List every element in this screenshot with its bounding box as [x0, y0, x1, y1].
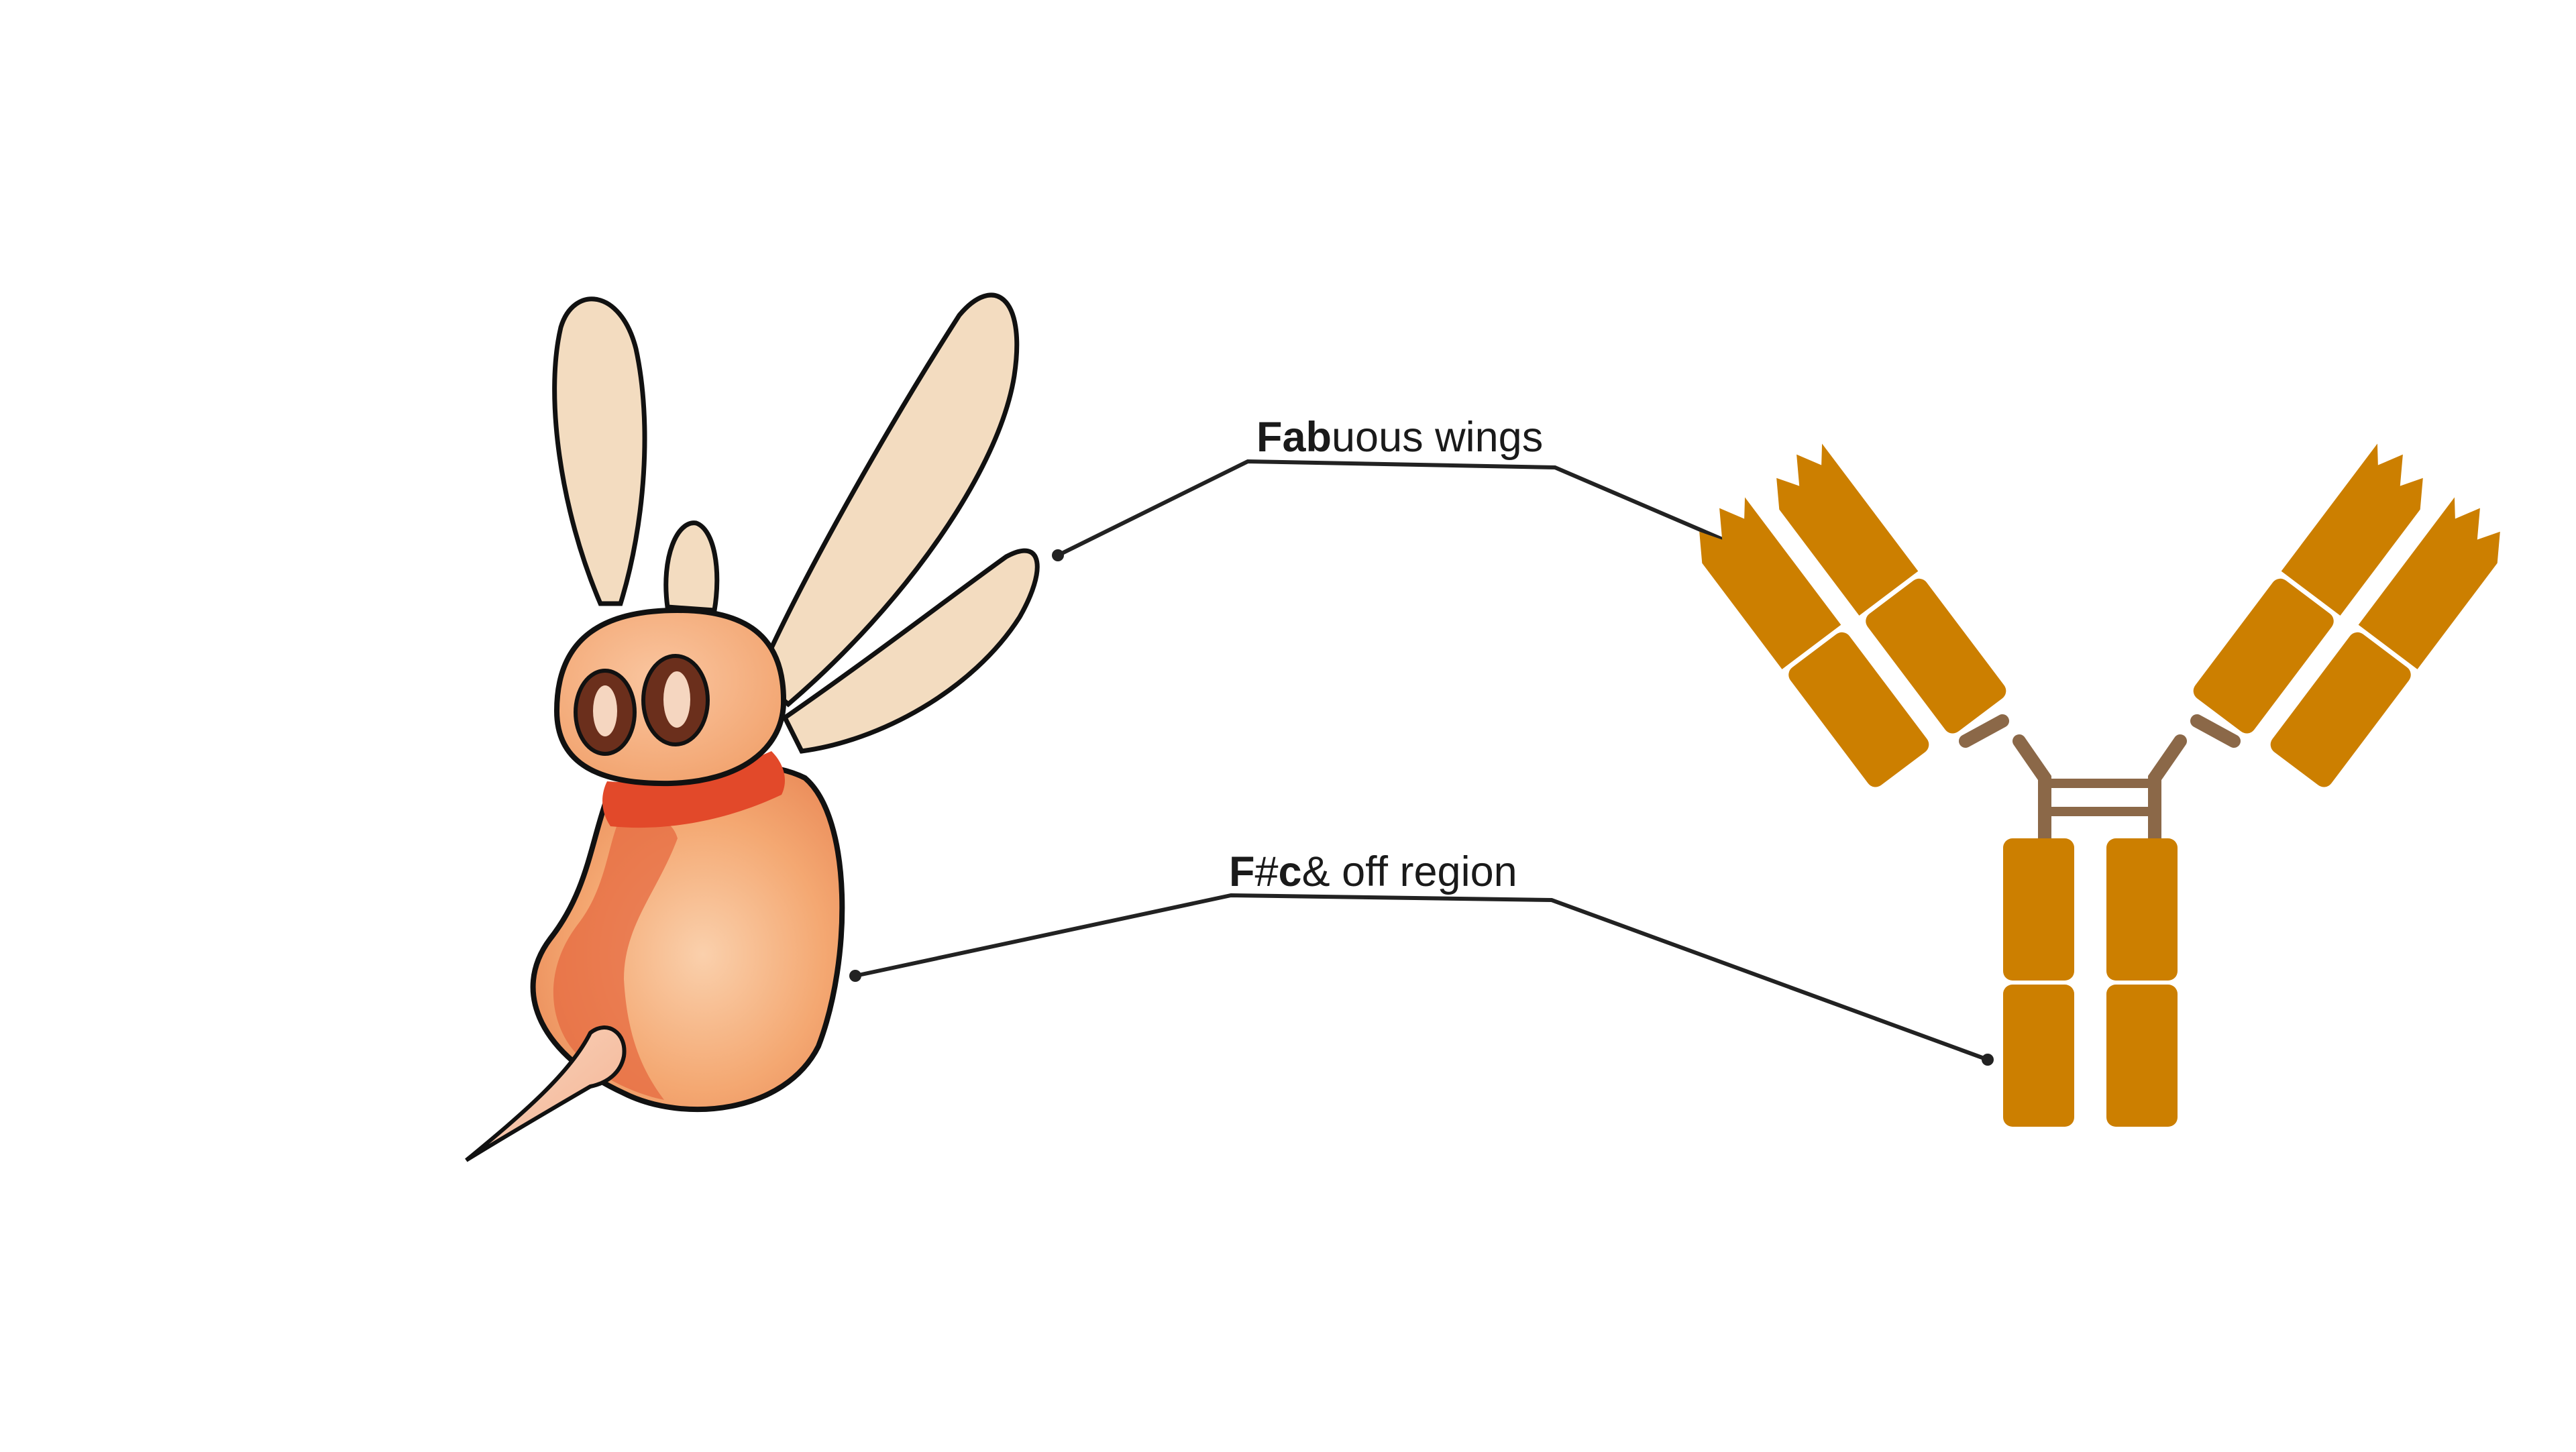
label-body-regular-1: # [1254, 848, 1278, 895]
label-body-bold-1: F [1229, 848, 1254, 895]
antibody-hinge [1959, 714, 2241, 852]
fab-right-inner-variable [2281, 443, 2423, 616]
mosquito-wing-right [755, 292, 1020, 708]
label-body-regular-2: & off region [1302, 848, 1517, 895]
antibody-illustration [1699, 443, 2500, 1127]
fc-domain-right-upper [2106, 838, 2178, 981]
fc-domain-left-lower [2003, 985, 2074, 1127]
fc-domain-left-upper [2003, 838, 2074, 981]
fab-right-outer-constant [2270, 632, 2411, 787]
antibody-fab-arm-left [1699, 443, 2006, 787]
label-wings-bold: Fab [1256, 414, 1332, 461]
label-body-bold-2: c [1279, 848, 1302, 895]
fab-left-inner-variable [1776, 443, 1919, 616]
mosquito-wing-small [782, 548, 1040, 754]
mosquito-eye-left [574, 669, 637, 756]
mosquito-stinger [465, 1025, 627, 1162]
fab-left-outer-variable [1699, 497, 1841, 669]
fab-right-outer-variable [2358, 497, 2500, 669]
antibody-fab-arm-right [2193, 443, 2500, 787]
leader-line-body [849, 893, 1994, 1066]
antibody-fc-region [2003, 838, 2178, 1127]
mosquito-illustration [465, 292, 1040, 1162]
fab-left-outer-constant [1788, 632, 1929, 787]
mosquito-wing-left [552, 296, 647, 606]
label-wings-regular: uous wings [1332, 414, 1543, 461]
antibody-disulfide-bonds [2045, 779, 2155, 816]
mosquito-antenna [663, 520, 720, 613]
label-fc-region: F#c& off region [1229, 848, 1517, 895]
mosquito-eye-right [641, 654, 710, 746]
fab-left-inner-constant [1866, 578, 2006, 734]
fab-right-inner-constant [2193, 578, 2334, 734]
mosquito-belly-shade [553, 817, 678, 1100]
leader-line-wings [1052, 459, 1746, 561]
label-fab-wings: Fabuous wings [1256, 414, 1543, 461]
fc-domain-right-lower [2106, 985, 2178, 1127]
